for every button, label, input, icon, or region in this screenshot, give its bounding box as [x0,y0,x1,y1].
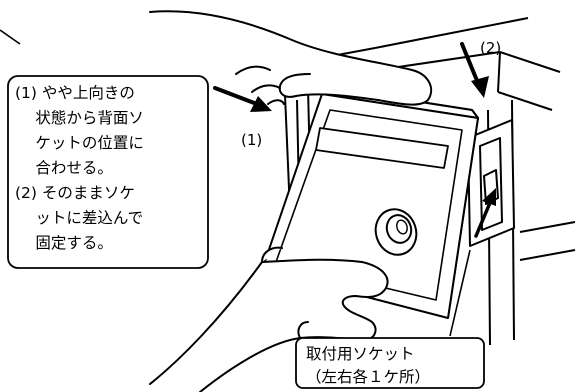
step2-arrow-label: (2) [480,39,501,57]
arrow-socket [474,188,496,238]
socket-line-2: （左右各１ケ所） [306,368,430,386]
socket-line-1: 取付用ソケット [306,345,415,363]
display-window [315,127,449,169]
step1-arrow-label: (1) [241,131,262,149]
instruction-line-6: ットに差込んで [15,209,143,227]
instruction-line-7: 固定する。 [15,234,113,252]
instruction-line-5: (2) そのままソケ [15,184,135,202]
instruction-line-3: ケットの位置に [15,134,144,152]
instruction-line-4: 合わせる。 [15,159,113,177]
instruction-box: (1) やや上向きの 状態から背面ソ ケットの位置に 合わせる。 (2) そのま… [7,75,209,269]
socket-bracket [467,119,515,247]
knob-icon [374,208,418,256]
instruction-line-1: (1) やや上向きの [15,84,135,102]
arrow-step2 [460,42,489,98]
lower-hand [149,246,389,392]
arrow-step1 [213,86,272,112]
instruction-line-2: 状態から背面ソ [15,109,144,127]
socket-callout: 取付用ソケット （左右各１ケ所） [295,337,485,389]
upper-hand [149,10,433,106]
leader-lines [0,29,471,337]
